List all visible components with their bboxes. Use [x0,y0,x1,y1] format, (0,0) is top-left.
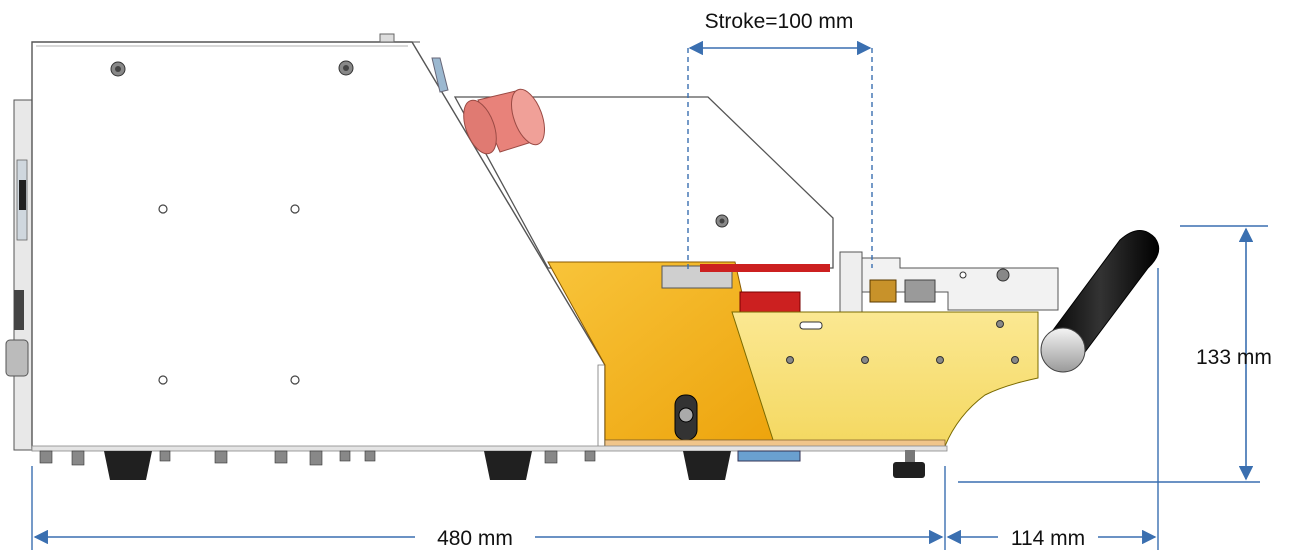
height-dimension: 133 mm [958,225,1272,483]
orange-block-clamp [674,394,698,441]
handle [1040,230,1160,373]
screw-top-right [338,60,354,76]
stroke-dimension: Stroke=100 mm [687,10,873,270]
left-side-panel [5,99,33,451]
pink-connector [463,88,545,155]
length-dimension: 480 mm [31,466,946,550]
handle-extension-dimension: 114 mm [946,268,1159,550]
orange-block [547,261,776,441]
stroke-label: Stroke=100 mm [705,10,854,33]
length-label: 480 mm [437,527,513,550]
feet [39,450,925,480]
main-housing [31,33,606,449]
screw-cover [715,214,729,228]
handle-extension-label: 114 mm [1011,527,1085,550]
height-label: 133 mm [1196,346,1272,369]
stroke-mechanism [661,251,1059,315]
screw-top-left [110,61,126,77]
yellow-plate [731,311,1039,447]
upper-cover [453,96,834,269]
